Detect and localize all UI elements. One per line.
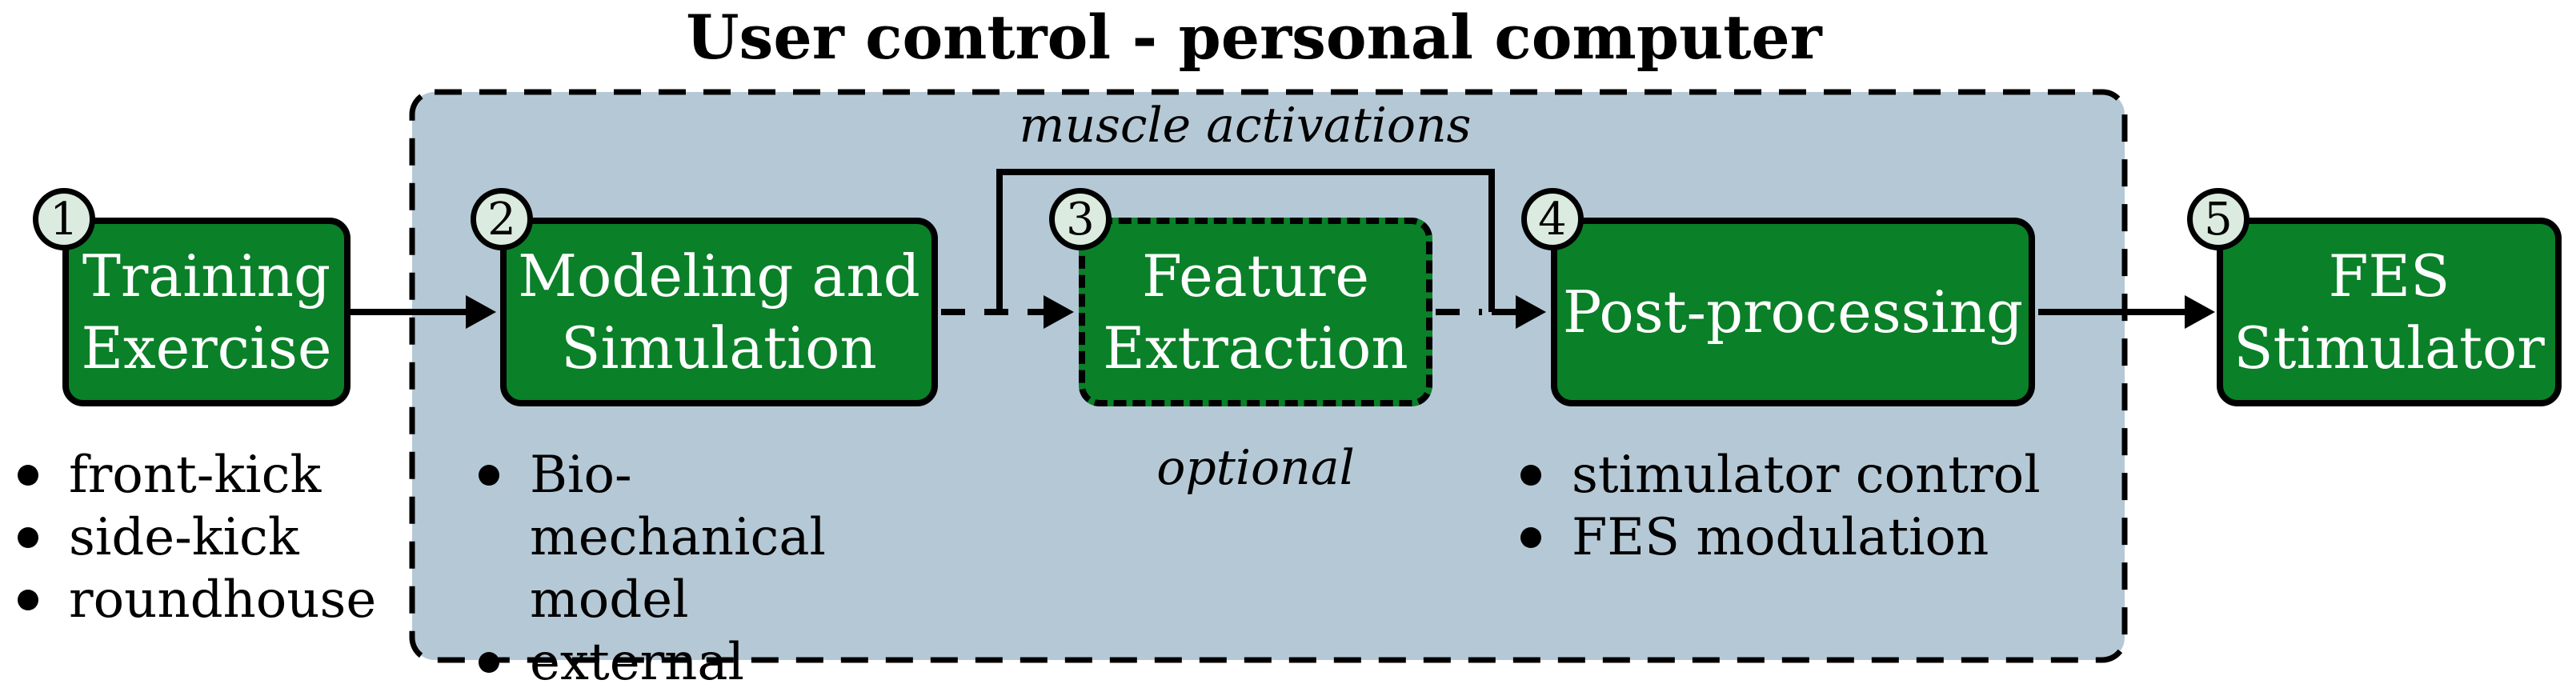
bullet-icon <box>18 590 38 610</box>
bullet-icon <box>479 652 499 673</box>
step-badge-4: 4 <box>1521 188 1584 250</box>
step-badge-3: 3 <box>1049 188 1112 250</box>
list-item-text: front-kick <box>69 446 322 505</box>
block-training-exercise-label: Training Exercise <box>81 242 332 382</box>
bullet-icon <box>479 465 499 486</box>
step-badge-2: 2 <box>471 188 533 250</box>
block-fes-stimulator: FES Stimulator <box>2217 218 2562 406</box>
block-feature-extraction: Feature Extraction <box>1079 218 1432 406</box>
diagram-title: User control - personal computer <box>686 2 1822 73</box>
list-item-text: stimulator control <box>1572 446 2041 505</box>
list-item-text: Bio-mechanical model <box>530 446 826 630</box>
step-badge-5: 5 <box>2187 188 2249 250</box>
bullet-icon <box>1520 465 1541 486</box>
step-badge-1: 1 <box>33 188 95 250</box>
arrowhead-into-postprocessing <box>1516 295 1546 329</box>
bullet-icon <box>18 527 38 548</box>
list-item-text: roundhouse <box>69 570 377 630</box>
arrowhead-training-to-modeling <box>466 295 496 329</box>
list-item-text: side-kick <box>69 508 299 567</box>
list-item: stimulator control <box>1520 444 2041 506</box>
block-modeling-simulation: Modeling and Simulation <box>500 218 938 406</box>
arrowhead-modeling-to-feature <box>1044 295 1074 329</box>
block-post-processing-label: Post-processing <box>1562 278 2024 346</box>
list-item: side-kick <box>18 506 376 569</box>
bullet-icon <box>1520 527 1541 548</box>
list-item: external forces <box>479 631 882 684</box>
block-fes-stimulator-label: FES Stimulator <box>2233 242 2545 382</box>
block-modeling-simulation-label: Modeling and Simulation <box>518 242 920 382</box>
list-item: front-kick <box>18 444 376 506</box>
block-feature-extraction-label: Feature Extraction <box>1103 242 1408 382</box>
block-post-processing: Post-processing <box>1551 218 2035 406</box>
bullet-icon <box>18 465 38 486</box>
optional-label: optional <box>1156 440 1355 496</box>
modeling-details-list: Bio-mechanical model external forces <box>479 444 882 684</box>
list-item: Bio-mechanical model <box>479 444 882 631</box>
block-training-exercise: Training Exercise <box>62 218 351 406</box>
list-item-text: FES modulation <box>1572 508 1989 567</box>
training-exercise-list: front-kick side-kick roundhouse <box>18 444 376 631</box>
list-item: FES modulation <box>1520 506 2041 569</box>
list-item-text: external forces <box>530 633 744 684</box>
bypass-muscle-activations-line <box>996 169 1495 312</box>
list-item: roundhouse <box>18 569 376 631</box>
arrowhead-postprocessing-to-fes <box>2185 295 2215 329</box>
postprocessing-details-list: stimulator control FES modulation <box>1520 444 2041 569</box>
muscle-activations-label: muscle activations <box>1019 98 1472 154</box>
